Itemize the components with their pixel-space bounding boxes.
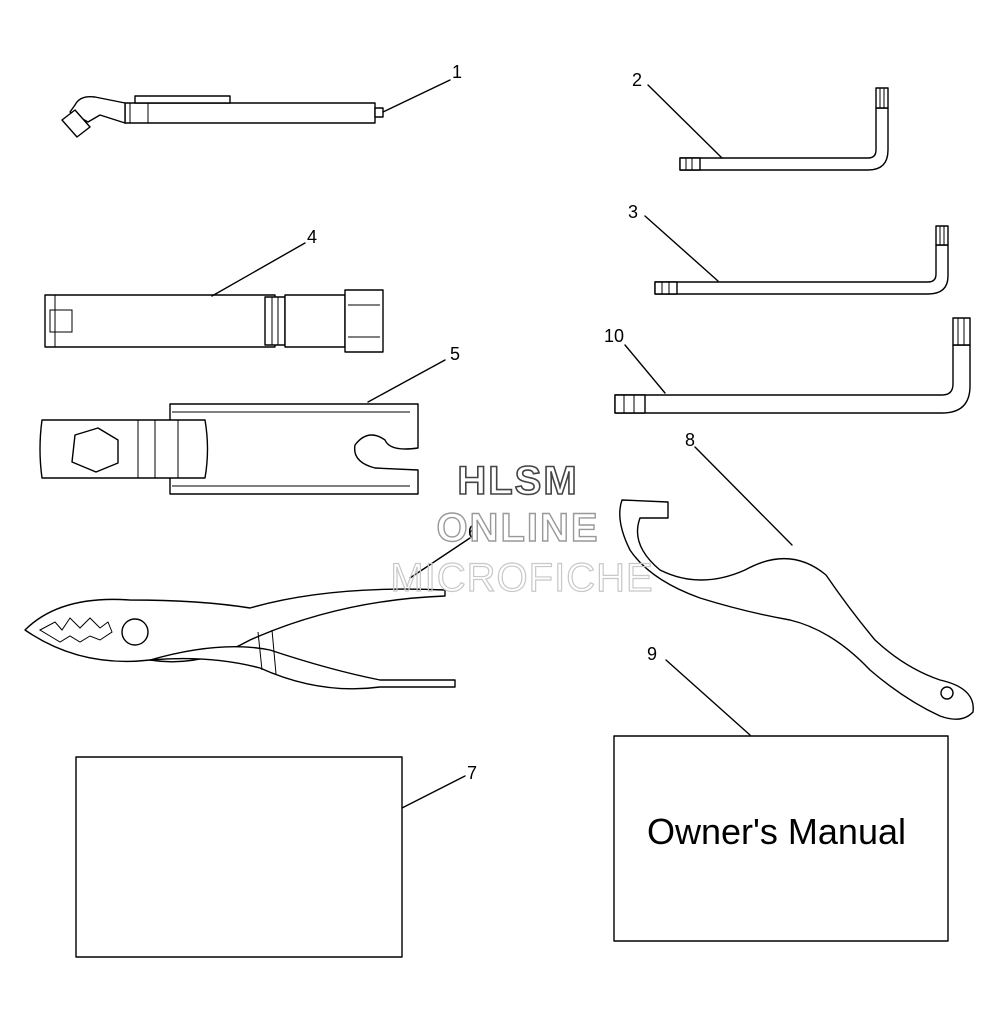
- watermark-line-1: HLSM: [457, 459, 578, 503]
- callout-label-6: 6: [468, 522, 478, 542]
- part-2-hex-key: [679, 87, 889, 171]
- callout-10: 10: [604, 326, 666, 394]
- part-7-card: [75, 756, 403, 958]
- watermark: HLSM ONLINE MICROFICHE: [390, 458, 654, 600]
- callout-7: 7: [401, 763, 477, 809]
- callout-label-9: 9: [647, 644, 657, 664]
- callout-8: 8: [685, 430, 793, 546]
- manual-title: Owner's Manual: [647, 811, 906, 852]
- part-6-pliers: [24, 588, 456, 690]
- part-8-spanner-wrench: [619, 499, 974, 720]
- callout-label-3: 3: [628, 202, 638, 222]
- part-1-pressure-gauge: [61, 95, 384, 138]
- part-3-hex-key: [654, 225, 949, 295]
- callout-label-7: 7: [467, 763, 477, 783]
- callout-2: 2: [632, 70, 723, 159]
- callout-label-8: 8: [685, 430, 695, 450]
- callout-label-4: 4: [307, 227, 317, 247]
- part-9-owners-manual: Owner's Manual: [613, 735, 949, 942]
- callout-1: 1: [382, 62, 462, 113]
- callout-label-2: 2: [632, 70, 642, 90]
- part-5-wrench-handle: [39, 403, 419, 495]
- part-4-spark-plug-socket: [44, 289, 384, 353]
- callout-6: 6: [409, 522, 478, 579]
- part-10-hex-key: [614, 317, 971, 414]
- callout-3: 3: [628, 202, 719, 282]
- callout-label-10: 10: [604, 326, 624, 346]
- callout-label-1: 1: [452, 62, 462, 82]
- watermark-line-3: MICROFICHE: [390, 556, 653, 600]
- callout-5: 5: [367, 344, 460, 403]
- callout-9: 9: [647, 644, 751, 736]
- watermark-line-2: ONLINE: [436, 506, 599, 550]
- callout-label-5: 5: [450, 344, 460, 364]
- callout-4: 4: [211, 227, 317, 297]
